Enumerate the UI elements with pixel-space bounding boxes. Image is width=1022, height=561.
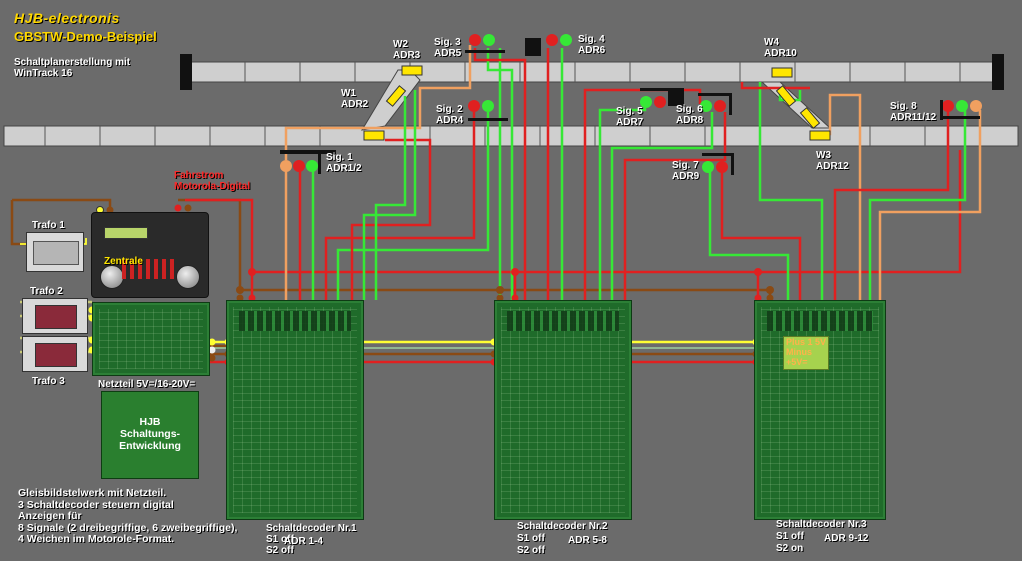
junction-dots [236, 268, 774, 294]
motorola-digital-label: Motorola-Digital [174, 181, 251, 192]
page-title: GBSTW-Demo-Beispiel [14, 29, 157, 44]
description-line-4: 8 Signale (2 dreibegriffige, 6 zweibegri… [18, 521, 238, 534]
signal-5[interactable] [640, 88, 684, 108]
decoder-board-1 [226, 300, 364, 520]
buffer-stop-left [180, 54, 192, 90]
signal-5-name: Sig. 5 [616, 106, 643, 117]
signal-6[interactable] [698, 93, 732, 115]
fahrstrom-label: Fahrstrom [174, 170, 224, 181]
decoder-2-s2: S2 off [517, 545, 545, 556]
switch-w2-name: W2 [393, 39, 408, 50]
decoder-3-s1: S1 off [776, 531, 804, 542]
signal-8-addr: ADR11/12 [890, 112, 937, 123]
signal-4[interactable] [525, 34, 572, 56]
trafo-3-label: Trafo 3 [32, 376, 65, 387]
netzteil-board [92, 302, 210, 376]
trafo-1 [26, 232, 84, 272]
signal-8-name: Sig. 8 [890, 101, 917, 112]
switch-w2[interactable] [385, 65, 423, 107]
signal-2[interactable] [468, 100, 508, 121]
hjb-line-3: Entwicklung [119, 440, 181, 452]
trafo-1-body [33, 241, 79, 265]
decoder-3-display: Plus 1 5V Minus +5V= [783, 336, 829, 370]
note-line-2: WinTrack 16 [14, 68, 73, 79]
buffer-stop-right [992, 54, 1004, 90]
zentrale-label: Zentrale [104, 256, 143, 267]
hjb-line-2: Schaltungs- [119, 428, 181, 440]
switch-w1[interactable] [363, 130, 385, 141]
signal-2-addr: ADR4 [436, 115, 464, 126]
signal-3-name: Sig. 3 [434, 37, 461, 48]
display-line-1: Plus 1 5V [786, 337, 827, 347]
trafo-2 [22, 298, 88, 334]
trafo-1-label: Trafo 1 [32, 220, 65, 231]
hjb-logo-box: HJB Schaltungs- Entwicklung [101, 391, 199, 479]
trafo-3 [22, 336, 88, 372]
description-line-3: Anzeigen für [18, 510, 82, 522]
trafo-2-label: Trafo 2 [30, 286, 63, 297]
decoder-1-s1: S1 off [266, 534, 294, 545]
display-line-3: +5V= [786, 357, 808, 367]
switch-w4[interactable] [771, 67, 797, 107]
switch-w1-name: W1 [341, 88, 356, 99]
signal-1-name: Sig. 1 [326, 152, 353, 163]
note-line-1: Schaltplanerstellung mit [14, 57, 131, 68]
hjb-line-1: HJB [139, 416, 161, 428]
description-block: Gleisbildstelwerk mit Netzteil. 3 Schalt… [18, 487, 238, 546]
display-line-2: Minus [786, 347, 812, 357]
signal-7-name: Sig. 7 [672, 160, 699, 171]
zentrale-device [91, 212, 209, 298]
decoder-3-title: Schaltdecoder Nr.3 [776, 519, 867, 530]
decoder-2-s1: S1 off [517, 533, 545, 544]
switch-w3[interactable] [799, 107, 831, 141]
signal-2-name: Sig. 2 [436, 104, 463, 115]
description-line-1: Gleisbildstelwerk mit Netzteil. [18, 487, 167, 499]
trafo-3-body [35, 343, 77, 367]
decoder-3-s2: S2 on [776, 543, 804, 554]
signal-5-addr: ADR7 [616, 117, 644, 128]
decoder-2-addr: ADR 5-8 [568, 535, 607, 546]
description-line-5: 4 Weichen im Motorole-Format. [18, 533, 175, 545]
decoder-1-s2: S2 off [266, 545, 294, 556]
switch-w4-addr: ADR10 [764, 48, 797, 59]
switch-w4-name: W4 [764, 37, 779, 48]
netzteil-label: Netzteil 5V=/16-20V= [98, 379, 196, 390]
signal-6-addr: ADR8 [676, 115, 704, 126]
description-line-2: 3 Schaltdecoder steuern digital [18, 498, 174, 511]
zentrale-knob-right [176, 265, 200, 289]
decoder-board-3 [754, 300, 886, 520]
switch-w3-name: W3 [816, 150, 831, 161]
signal-6-name: Sig. 6 [676, 104, 703, 115]
signal-3[interactable] [465, 34, 505, 53]
decoder-board-2 [494, 300, 632, 520]
switch-w1-addr: ADR2 [341, 99, 369, 110]
signal-8[interactable] [940, 100, 982, 120]
switch-w3-addr: ADR12 [816, 161, 849, 172]
signal-7[interactable] [702, 153, 734, 175]
decoder-3-addr: ADR 9-12 [824, 533, 869, 544]
signal-1-addr: ADR1/2 [326, 163, 362, 174]
decoder-2-title: Schaltdecoder Nr.2 [517, 521, 608, 532]
signal-3-addr: ADR5 [434, 48, 462, 59]
decoder-1-title: Schaltdecoder Nr.1 [266, 523, 357, 534]
zentrale-lcd [104, 227, 148, 239]
zentrale-buttons [122, 259, 176, 279]
signal-7-addr: ADR9 [672, 171, 700, 182]
company-title: HJB-electronis [14, 10, 120, 26]
trafo-2-body [35, 305, 77, 329]
track-upper [189, 61, 1001, 83]
signal-1[interactable] [280, 150, 336, 174]
zentrale-knob-left [100, 265, 124, 289]
decoder-1-addr: ADR 1-4 [284, 536, 323, 547]
signal-4-addr: ADR6 [578, 45, 606, 56]
switch-w2-addr: ADR3 [393, 50, 421, 61]
signal-4-name: Sig. 4 [578, 34, 605, 45]
